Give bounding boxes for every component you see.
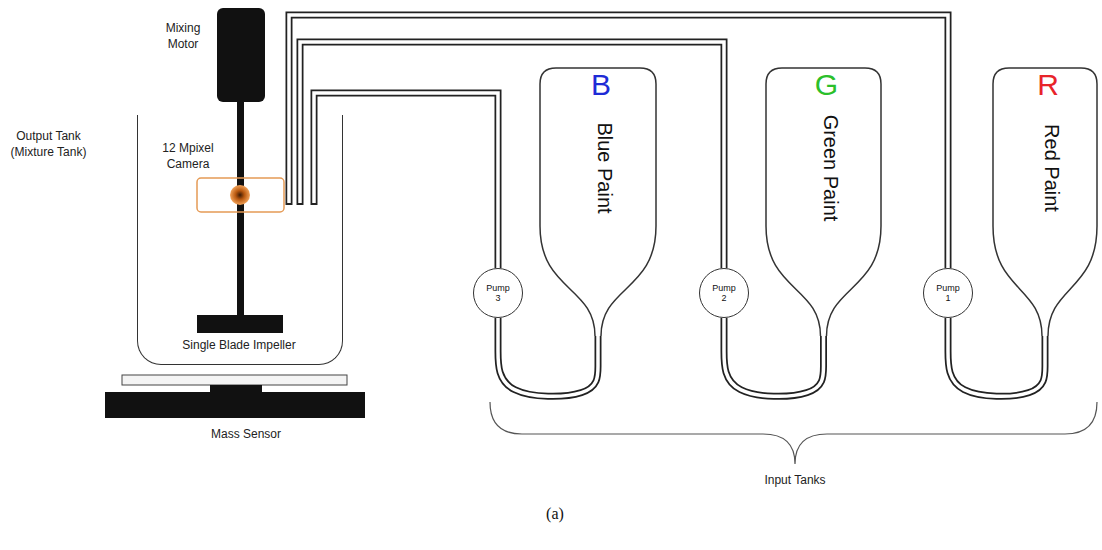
inlet-pipe-core: [287, 114, 291, 203]
inlet-pipe-core: [298, 114, 302, 203]
tank-letter: R: [999, 68, 1097, 101]
pipe-core: [314, 93, 498, 268]
input-tank: R Red Paint: [993, 68, 1097, 336]
inlet-pipe: [297, 115, 304, 205]
sensor-stem: [210, 385, 262, 393]
pump-label: Pump 1: [934, 283, 962, 304]
pipe-core: [498, 318, 598, 396]
paint-pipe: [289, 15, 948, 268]
input-tank: G Green Paint: [766, 68, 881, 336]
group-brace: [490, 402, 1097, 464]
tank-outline-path: [766, 68, 881, 336]
group-label: Input Tanks: [745, 472, 845, 488]
tank-letter: B: [546, 68, 656, 101]
paint-pipe: [498, 318, 598, 396]
inlet-pipe-core: [312, 114, 316, 203]
pipe-wall: [314, 93, 498, 268]
inlet-pipe: [311, 115, 318, 205]
part-label: Mixing Motor: [152, 20, 214, 52]
pipe-wall: [289, 15, 948, 268]
pump-label: Pump 2: [710, 283, 738, 304]
paint-pipe: [724, 318, 824, 396]
pump-circle: Pump 2: [699, 268, 749, 318]
pipe-wall: [724, 318, 824, 396]
camera-lens: [230, 185, 250, 205]
paint-pipe: [314, 93, 498, 268]
pump-label: Pump 3: [484, 283, 512, 304]
tank-outline-path: [540, 68, 656, 336]
motor-shaft: [237, 102, 244, 317]
pump-circle: Pump 3: [473, 268, 523, 318]
tank-name: Blue Paint: [593, 122, 616, 213]
pipe-wall: [948, 318, 1045, 396]
part-label: 12 Mpixel Camera: [155, 140, 221, 172]
paint-pipe: [300, 42, 724, 268]
part-label: Single Blade Impeller: [159, 337, 319, 353]
inlet-pipes: [289, 114, 314, 205]
input-tank: B Blue Paint: [540, 68, 656, 336]
pipe-core: [300, 42, 724, 268]
impeller-blade: [197, 315, 283, 333]
pipe-wall: [300, 42, 724, 268]
tank-name: Red Paint: [1040, 124, 1063, 212]
tank-outline-path: [993, 68, 1097, 336]
pipe-core: [948, 318, 1045, 396]
part-label: Mass Sensor: [196, 426, 296, 442]
pump-circle: Pump 1: [923, 268, 973, 318]
sensor-plate: [122, 375, 347, 385]
tank-name: Green Paint: [818, 115, 841, 222]
tank-heading: Output Tank (Mixture Tank): [1, 128, 96, 160]
figure-caption: (a): [525, 505, 585, 523]
inlet-pipe: [286, 115, 293, 205]
mass-sensor: [105, 392, 365, 418]
pipe-core: [724, 318, 824, 396]
mixing-motor: [217, 8, 265, 102]
camera-housing: [197, 178, 284, 212]
tank-letter: G: [772, 68, 881, 101]
pipe-core: [289, 15, 948, 268]
pipe-wall: [498, 318, 598, 396]
paint-pipe: [948, 318, 1045, 396]
